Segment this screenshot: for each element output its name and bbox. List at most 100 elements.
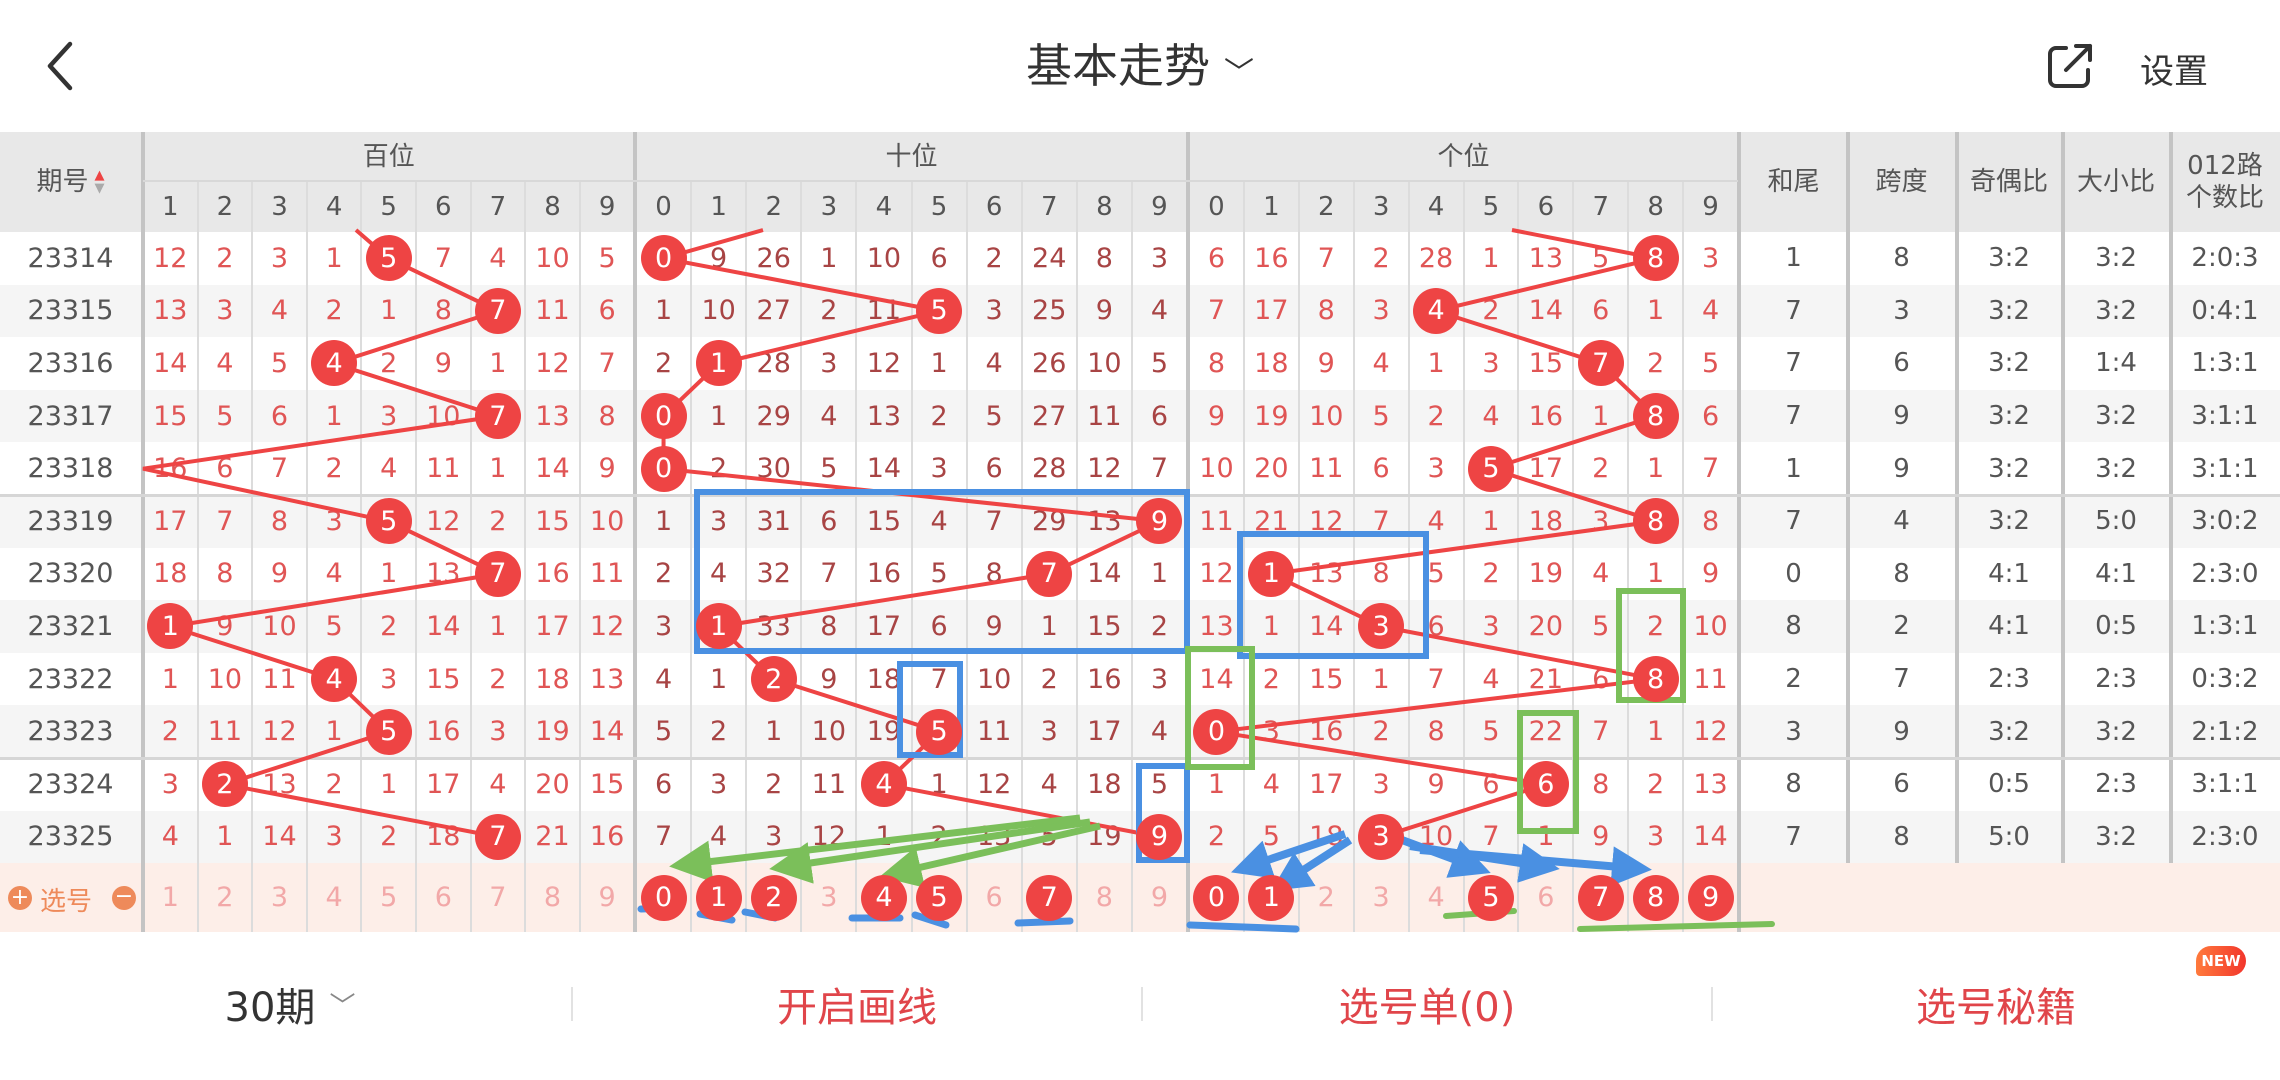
- section-divider: [141, 132, 145, 932]
- column-divider: [578, 182, 581, 932]
- stat-cell: 0:3:2: [2191, 664, 2259, 695]
- tens-digit-header: 7: [1021, 182, 1077, 232]
- period-cell: 23319: [27, 505, 114, 537]
- hundreds-miss-cell: 7: [598, 347, 616, 379]
- units-select-ball[interactable]: 4: [1409, 863, 1464, 932]
- stat-cell: 1:3:1: [2191, 611, 2259, 642]
- units-select-ball[interactable]: 0: [1189, 863, 1244, 932]
- tens-miss-cell: 27: [756, 295, 791, 327]
- hundreds-select-ball[interactable]: 6: [416, 863, 471, 932]
- hundreds-select-ball[interactable]: 8: [525, 863, 580, 932]
- hundreds-miss-cell: 16: [426, 716, 461, 748]
- tens-select-ball[interactable]: 9: [1132, 863, 1187, 932]
- hundreds-miss-cell: 7: [434, 242, 452, 274]
- hundreds-select-ball[interactable]: 9: [580, 863, 635, 932]
- tens-select-ball[interactable]: 3: [801, 863, 856, 932]
- units-miss-cell: 28: [1418, 242, 1454, 274]
- hundreds-select-ball[interactable]: 7: [471, 863, 526, 932]
- sort-up-icon: ▲: [94, 168, 105, 183]
- tens-select-ball[interactable]: 1: [691, 863, 746, 932]
- tens-miss-cell: 1: [820, 242, 838, 274]
- sort-icon[interactable]: ▲▼: [95, 169, 105, 195]
- hundreds-miss-cell: 2: [161, 716, 179, 748]
- settings-button[interactable]: 设置: [2140, 52, 2208, 92]
- stat-cell: 3:2: [2095, 821, 2137, 852]
- divider: [1141, 987, 1143, 1021]
- hit-ball: 8: [1632, 656, 1679, 703]
- stat-cell: 8: [1785, 611, 1802, 642]
- units-select-ball[interactable]: 3: [1354, 863, 1409, 932]
- share-icon[interactable]: [2044, 40, 2096, 92]
- stat-cell: 6: [1893, 348, 1910, 379]
- units-miss-cell: 1: [1647, 453, 1665, 485]
- page-title-dropdown[interactable]: 基本走势﹀: [0, 30, 2280, 96]
- select-ball-label: 8: [1647, 882, 1665, 914]
- units-select-ball[interactable]: 6: [1518, 863, 1573, 932]
- period-cell: 23323: [27, 716, 114, 748]
- units-miss-cell: 1: [1372, 663, 1390, 695]
- hundreds-miss-cell: 4: [489, 768, 507, 800]
- units-digit-header: 5: [1463, 182, 1519, 232]
- tens-hit-cell: 0: [636, 232, 691, 285]
- hundreds-miss-cell: 7: [216, 505, 234, 537]
- stat-cell: 2:3: [2095, 664, 2137, 695]
- tens-miss-cell: 9: [1095, 295, 1113, 327]
- hundreds-select-ball[interactable]: 4: [307, 863, 362, 932]
- units-select-ball[interactable]: 7: [1573, 863, 1628, 932]
- tens-miss-cell: 12: [976, 768, 1012, 800]
- hundreds-miss-cell: 6: [216, 453, 234, 485]
- units-miss-cell: 9: [1427, 768, 1445, 800]
- units-miss-cell: 16: [1254, 242, 1289, 274]
- hundreds-miss-cell: 18: [153, 558, 188, 590]
- hundreds-select-ball[interactable]: 5: [361, 863, 416, 932]
- tens-hit-cell: 0: [636, 390, 691, 443]
- units-miss-cell: 3: [1701, 242, 1720, 274]
- hit-ball: 0: [640, 235, 687, 282]
- hundreds-select-ball[interactable]: 3: [252, 863, 307, 932]
- units-select-ball[interactable]: 8: [1628, 863, 1683, 932]
- period-cell: 23315: [27, 295, 114, 327]
- units-miss-cell: 2: [1482, 295, 1500, 327]
- hundreds-miss-cell: 3: [489, 716, 507, 748]
- draw-lines-button[interactable]: 开启画线: [777, 985, 937, 1031]
- tens-miss-cell: 3: [930, 453, 948, 485]
- units-select-ball[interactable]: 9: [1683, 863, 1738, 932]
- tens-select-ball[interactable]: 6: [967, 863, 1022, 932]
- units-miss-cell: 3: [1482, 347, 1500, 379]
- stat-cell: 3:2: [2095, 243, 2137, 274]
- units-miss-cell: 7: [1592, 716, 1610, 748]
- stat-cell: 7: [1785, 821, 1802, 852]
- minus-circle-icon[interactable]: −: [112, 885, 136, 910]
- units-select-ball[interactable]: 5: [1464, 863, 1519, 932]
- units-hit-cell: 3: [1354, 600, 1409, 653]
- tens-select-ball[interactable]: 0: [636, 863, 691, 932]
- plus-circle-icon[interactable]: +: [8, 885, 32, 910]
- units-hit-cell: 6: [1518, 758, 1573, 811]
- units-select-ball[interactable]: 2: [1299, 863, 1354, 932]
- period-count-dropdown[interactable]: 30期﹀: [190, 974, 390, 1034]
- tens-select-ball[interactable]: 4: [856, 863, 911, 932]
- units-select-ball[interactable]: 1: [1244, 863, 1299, 932]
- selection-list-button[interactable]: 选号单(0): [1338, 985, 1516, 1031]
- hundreds-miss-cell: 17: [535, 610, 570, 642]
- stat-cell: 3:1:1: [2191, 453, 2259, 484]
- hundreds-hit-cell: 1: [143, 600, 198, 653]
- hundreds-select-ball[interactable]: 1: [143, 863, 198, 932]
- tens-select-ball[interactable]: 2: [746, 863, 801, 932]
- units-miss-cell: 2: [1482, 558, 1500, 590]
- selection-tips-button[interactable]: 选号秘籍: [1916, 985, 2076, 1031]
- units-miss-cell: 11: [1199, 505, 1234, 537]
- tens-miss-cell: 27: [1032, 400, 1067, 432]
- hundreds-hit-cell: 7: [471, 390, 526, 443]
- units-miss-cell: 4: [1482, 663, 1500, 695]
- period-header[interactable]: 期号▲▼: [0, 132, 141, 232]
- back-chevron-icon[interactable]: [40, 36, 84, 96]
- stat-cell: 2:0:3: [2191, 243, 2259, 274]
- tens-select-ball[interactable]: 7: [1022, 863, 1077, 932]
- tens-select-ball[interactable]: 8: [1077, 863, 1132, 932]
- column-divider: [415, 182, 417, 932]
- tens-miss-cell: 4: [820, 400, 838, 432]
- hundreds-select-ball[interactable]: 2: [198, 863, 253, 932]
- stat-cell: 5:0: [2095, 506, 2137, 537]
- tens-select-ball[interactable]: 5: [912, 863, 967, 932]
